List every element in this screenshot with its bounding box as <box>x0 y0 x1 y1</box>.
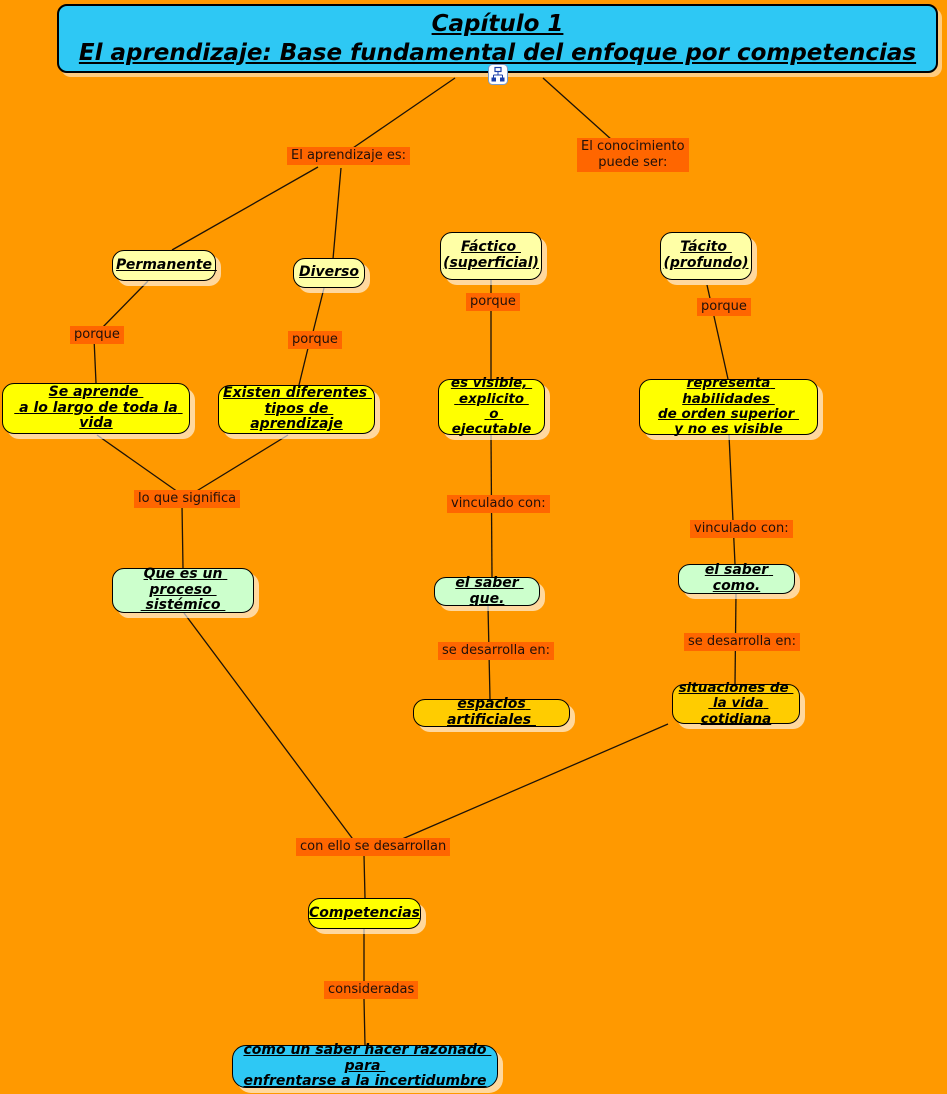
map-title-line2: El aprendizaje: Base fundamental del enf… <box>78 39 917 66</box>
concept-tacito-label: Tácito (profundo) <box>663 239 749 271</box>
linking-phrase-aprendizaje-es[interactable]: El aprendizaje es: <box>287 147 411 165</box>
concept-tacito[interactable]: Tácito (profundo) <box>660 232 752 280</box>
concept-saber-hacer[interactable]: como un saber hacer razonado para enfren… <box>232 1042 498 1089</box>
concept-espacios-artificiales[interactable]: espacios artificiales <box>413 696 570 728</box>
linking-phrase-conocimiento-puede-ser[interactable]: El conocimiento puede ser: <box>577 138 689 172</box>
linking-phrase-lo-que-significa[interactable]: lo que significa <box>134 490 241 508</box>
concept-competencias[interactable]: Competencias <box>308 898 421 929</box>
concept-map-resource-icon[interactable] <box>488 64 508 85</box>
concept-existen-diferentes[interactable]: Existen diferentes tipos de aprendizaje <box>218 385 375 434</box>
linking-phrase-consideradas[interactable]: consideradas <box>324 981 419 999</box>
linking-phrase-porque-1[interactable]: porque <box>70 326 124 344</box>
concept-se-aprende[interactable]: Se aprende a lo largo de toda la vida <box>2 383 190 434</box>
concept-factico[interactable]: Fáctico (superficial) <box>440 232 542 280</box>
concept-proceso-sistemico[interactable]: Que es un proceso sistémico <box>112 566 254 613</box>
linking-phrase-se-desarrolla-en-1[interactable]: se desarrolla en: <box>438 642 554 660</box>
concept-permanente[interactable]: Permanente <box>112 250 216 281</box>
concept-representa-habilidades[interactable]: representa habilidades de orden superior… <box>639 376 818 437</box>
concept-situaciones-vida[interactable]: situaciones de la vida cotidiana <box>672 680 800 726</box>
linking-phrase-porque-2[interactable]: porque <box>288 331 342 349</box>
linking-phrase-con-ello-se-desarrollan[interactable]: con ello se desarrollan <box>296 838 451 856</box>
concept-es-visible[interactable]: es visible, explicito o ejecutable <box>438 376 545 437</box>
linking-phrase-vinculado-con-1[interactable]: vinculado con: <box>447 495 550 513</box>
map-title[interactable]: Capítulo 1 El aprendizaje: Base fundamen… <box>57 4 938 73</box>
concept-diverso[interactable]: Diverso <box>293 258 365 288</box>
concept-el-saber-como[interactable]: el saber como. <box>678 562 795 594</box>
linking-phrase-porque-3[interactable]: porque <box>466 293 520 311</box>
linking-phrase-se-desarrolla-en-2[interactable]: se desarrolla en: <box>684 633 800 651</box>
linking-phrase-vinculado-con-2[interactable]: vinculado con: <box>690 520 793 538</box>
linking-phrase-porque-4[interactable]: porque <box>697 298 751 316</box>
map-title-line1: Capítulo 1 <box>431 10 564 37</box>
concept-el-saber-que[interactable]: el saber que. <box>434 575 540 606</box>
